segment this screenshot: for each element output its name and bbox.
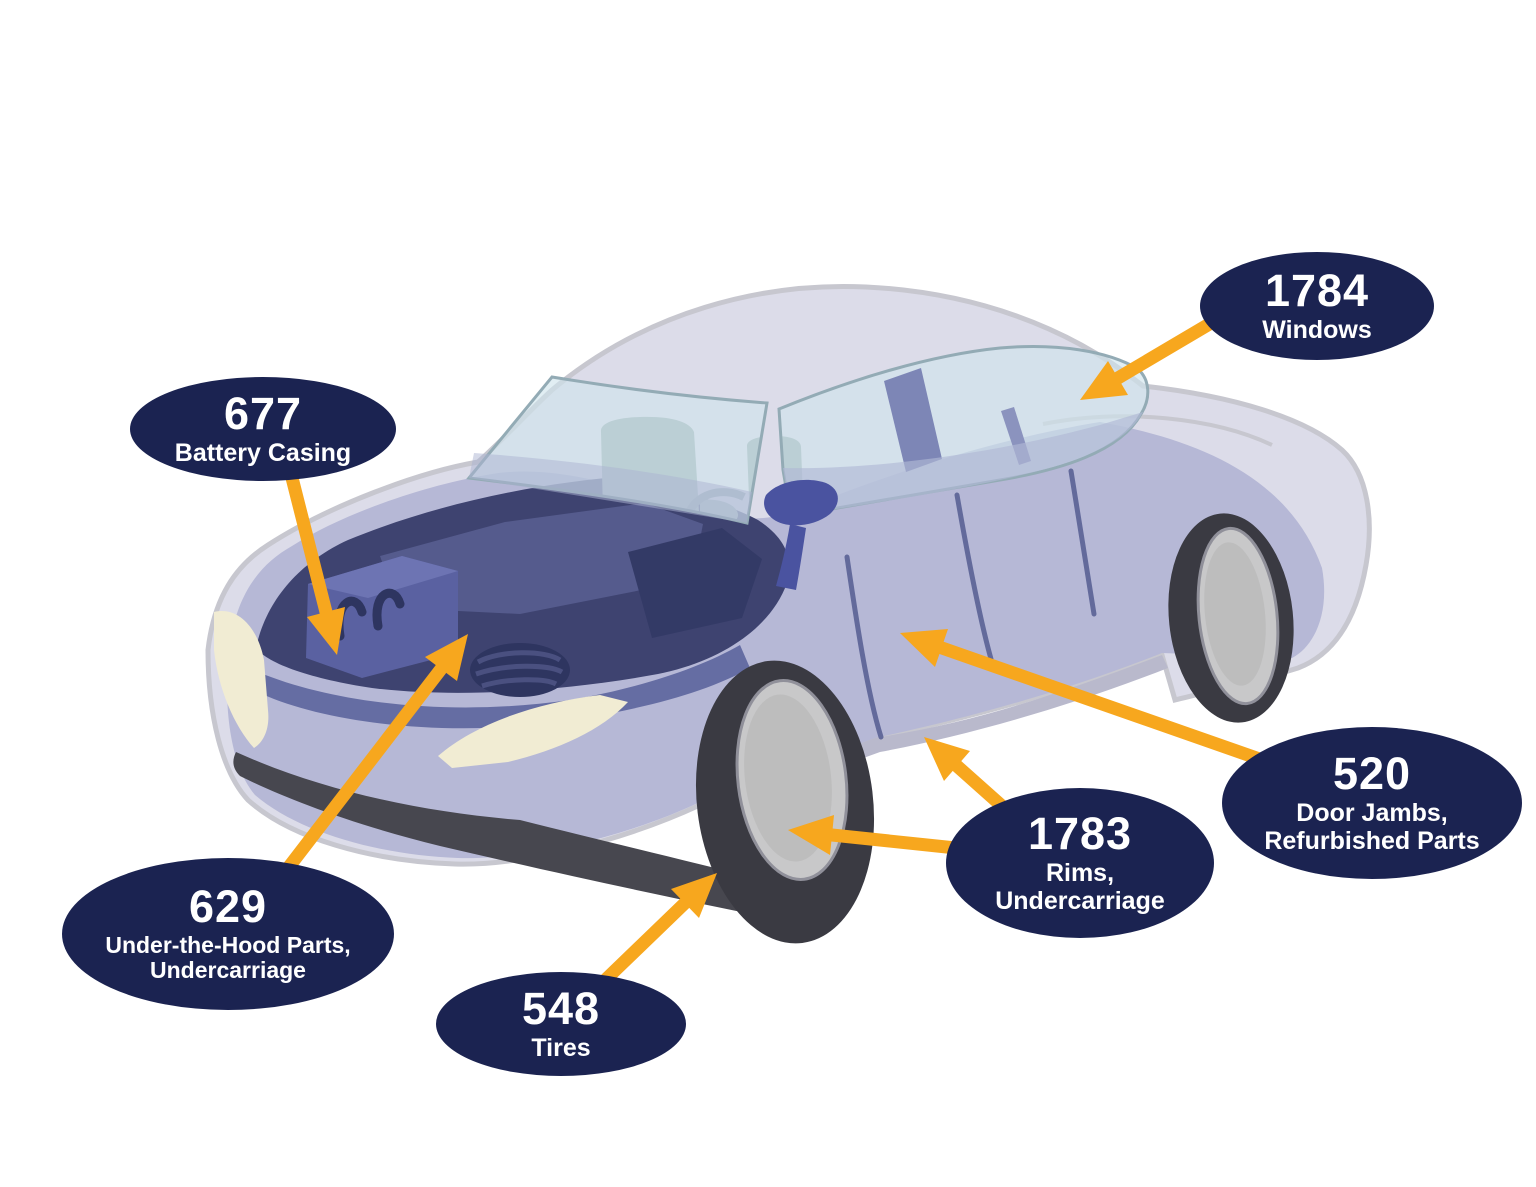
- arrow-battery: [281, 455, 345, 655]
- callout-door-jambs-value: 520: [1332, 747, 1412, 799]
- front-panel-band: [258, 645, 750, 729]
- arrow-under-hood: [278, 634, 468, 879]
- callout-tires-label: Tires: [531, 1034, 591, 1063]
- callout-under-hood: 629 Under-the-Hood Parts, Undercarriage: [62, 858, 394, 1010]
- windshield-lower-tint: [469, 453, 752, 523]
- callout-door-jambs: 520 Door Jambs, Refurbished Parts: [1222, 727, 1522, 879]
- arrow-door-jambs: [900, 629, 1275, 769]
- callout-rims-value: 1783: [1027, 807, 1133, 859]
- front-wheel: [695, 660, 875, 944]
- rear-wheel: [1168, 513, 1294, 723]
- grille: [233, 752, 789, 920]
- headlight-left: [214, 611, 269, 748]
- callout-windows-label: Windows: [1262, 316, 1372, 345]
- callout-tires: 548 Tires: [436, 972, 686, 1076]
- callout-rims: 1783 Rims, Undercarriage: [946, 788, 1214, 938]
- callout-battery-casing-value: 677: [223, 387, 303, 439]
- callout-under-hood-value: 629: [188, 880, 268, 932]
- rocker-shadow: [700, 655, 1168, 815]
- callout-windows: 1784 Windows: [1200, 252, 1434, 360]
- callout-battery-casing: 677 Battery Casing: [130, 377, 396, 481]
- callout-rims-label: Rims, Undercarriage: [995, 859, 1165, 916]
- callout-tires-value: 548: [521, 982, 601, 1034]
- callout-windows-value: 1784: [1264, 264, 1370, 316]
- arrow-tires: [593, 873, 717, 992]
- headlight-right: [438, 695, 628, 768]
- callout-door-jambs-label: Door Jambs, Refurbished Parts: [1264, 799, 1480, 856]
- side-mirror: [764, 479, 838, 590]
- door-seams: [844, 468, 1097, 740]
- callout-under-hood-label: Under-the-Hood Parts, Undercarriage: [105, 931, 351, 984]
- callout-battery-casing-label: Battery Casing: [174, 439, 352, 468]
- b-pillar: [884, 368, 942, 472]
- side-window-lower-tint: [783, 412, 1143, 516]
